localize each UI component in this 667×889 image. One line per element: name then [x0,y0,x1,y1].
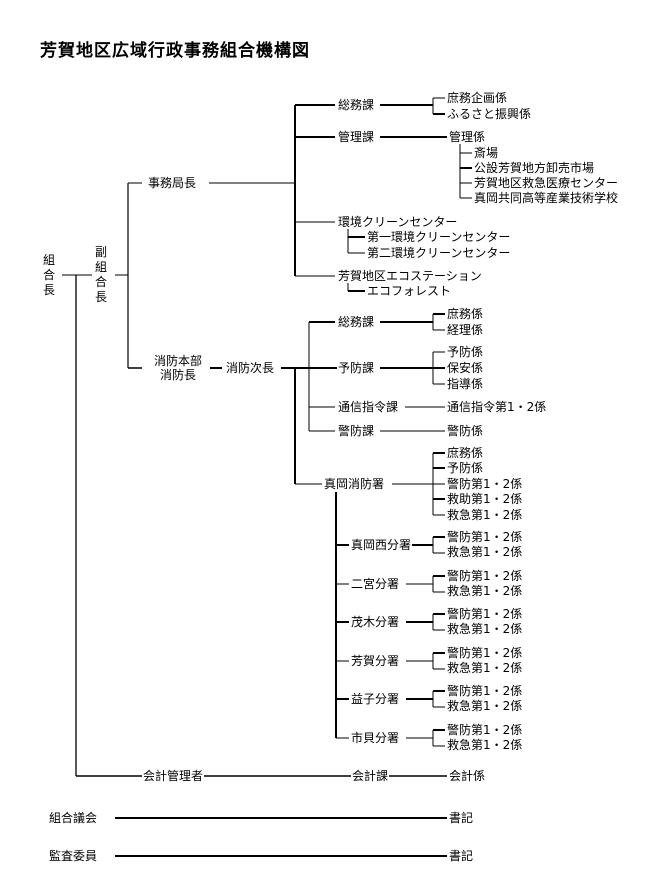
facility: 芳賀地区救急医療センター [473,176,620,190]
assembly-clerk: 書記 [448,811,475,825]
eco-station-section: 芳賀地区エコステーション [337,269,483,283]
unit: 警防第1・2係 [446,530,524,544]
fire-chief-box: 消防本部 消防長 [146,354,210,382]
unit: 庶務企画係 [446,91,509,105]
accounting-section: 会計課 [351,769,390,783]
branch-office: 茂木分署 [350,615,401,629]
auditor-clerk: 書記 [448,849,475,863]
prevention-section: 予防課 [337,361,376,375]
unit: 救急第1・2係 [446,738,524,752]
unit: 通信指令第1・2係 [446,400,548,414]
accounting-manager: 会計管理者 [142,769,205,783]
unit: 救急第1・2係 [446,622,524,636]
unit: 救急第1・2係 [446,508,524,522]
fire-chief-line2: 消防長 [159,368,196,382]
unit: 管理係 [448,130,487,144]
facility: エコフォレスト [366,284,453,298]
accounting-unit: 会計係 [448,769,487,783]
unit: 警防第1・2係 [446,607,524,621]
vice-chairman-box: 副組合長 [94,245,108,305]
unit: 指導係 [446,377,485,391]
unit: 救急第1・2係 [446,661,524,675]
management-section: 管理課 [337,130,376,144]
unit: 庶務係 [446,446,485,460]
unit: 予防係 [446,345,485,359]
page-title: 芳賀地区広域行政事務組合機構図 [40,41,310,61]
general-affairs-section: 総務課 [337,98,376,112]
branch-office: 益子分署 [350,692,401,706]
facility: 斎場 [473,146,500,160]
unit: 予防係 [446,461,485,475]
fire-defense-section: 警防課 [337,424,376,438]
facility: 真岡共同高等産業技術学校 [473,191,620,205]
unit: 保安係 [446,361,485,375]
unit: 救助第1・2係 [446,492,524,506]
unit: 経理係 [446,323,485,337]
fire-station: 真岡消防署 [323,477,386,491]
dispatch-section: 通信指令課 [337,400,400,414]
branch-office: 二宮分署 [350,577,401,591]
branch-office: 真岡西分署 [350,538,413,552]
secretariat-head: 事務局長 [147,176,198,190]
unit: 救急第1・2係 [446,584,524,598]
unit: 庶務係 [446,307,485,321]
unit: 警防第1・2係 [446,569,524,583]
facility: 第一環境クリーンセンター [366,230,512,244]
unit: 警防第1・2係 [446,684,524,698]
unit: 警防第1・2係 [446,723,524,737]
facility: 第二環境クリーンセンター [366,246,512,260]
branch-office: 芳賀分署 [350,654,401,668]
unit: 救急第1・2係 [446,545,524,559]
unit: ふるさと振興係 [446,107,533,121]
unit: 警防第1・2係 [446,646,524,660]
fire-chief-line1: 消防本部 [153,354,202,368]
branch-office: 市貝分署 [350,731,401,745]
auditor: 監査委員 [48,849,99,863]
unit: 救急第1・2係 [446,699,524,713]
facility: 公設芳賀地方卸売市場 [473,161,596,175]
chairman-box: 組合長 [42,253,55,297]
deputy-fire-chief: 消防次長 [225,361,276,375]
assembly: 組合議会 [48,811,99,825]
fire-general-section: 総務課 [337,315,376,329]
unit: 警防係 [446,424,485,438]
unit: 警防第1・2係 [446,477,524,491]
clean-center-section: 環境クリーンセンター [337,215,459,229]
